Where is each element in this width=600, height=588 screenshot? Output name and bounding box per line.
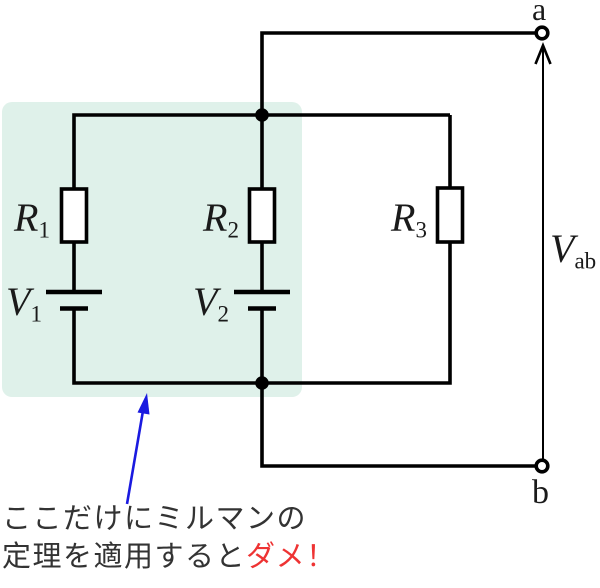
resistor-r3-body bbox=[435, 186, 465, 244]
annotation-arrowhead-icon bbox=[137, 393, 150, 415]
resistor-r1-body bbox=[59, 187, 89, 244]
caption-line-1: ここだけにミルマンの bbox=[2, 503, 308, 535]
label-r3-base: R bbox=[391, 195, 416, 240]
caption-line-2: 定理を適用するとダメ！ bbox=[2, 541, 337, 573]
label-v2-base: V bbox=[193, 279, 218, 324]
label-vab-base: V bbox=[550, 226, 575, 271]
resistor-r2-body bbox=[247, 187, 277, 244]
label-r2: R2 bbox=[203, 195, 239, 243]
terminal-a-label: a bbox=[532, 0, 547, 27]
label-r1-sub: 1 bbox=[38, 217, 50, 243]
vab-arrowhead-icon bbox=[534, 42, 552, 65]
label-r1: R1 bbox=[14, 195, 50, 243]
label-v2-sub: 2 bbox=[217, 301, 229, 327]
junction-dot-bottom bbox=[255, 376, 269, 390]
caption-line-2-normal: 定理を適用すると bbox=[2, 541, 247, 573]
label-r3: R3 bbox=[391, 195, 427, 243]
terminal-a-circle bbox=[534, 25, 550, 41]
label-v1-base: V bbox=[6, 279, 31, 324]
wire-bottom-feed-to-b bbox=[260, 383, 536, 468]
terminal-b-circle bbox=[534, 458, 550, 474]
wire-top-node-bar bbox=[72, 113, 450, 189]
annotation-arrow bbox=[125, 393, 150, 505]
label-r1-base: R bbox=[14, 195, 39, 240]
junction-dot-top bbox=[255, 108, 269, 122]
caption-line-2-emphasis: ダメ！ bbox=[246, 541, 337, 573]
label-vab-sub: ab bbox=[574, 248, 597, 274]
label-v1: V1 bbox=[6, 279, 42, 327]
label-r3-sub: 3 bbox=[415, 217, 427, 243]
annotation-arrow-line bbox=[125, 404, 146, 505]
label-v1-sub: 1 bbox=[30, 301, 42, 327]
label-r2-sub: 2 bbox=[227, 217, 239, 243]
wire-top-feed-to-a bbox=[260, 31, 536, 115]
terminal-b-label: b bbox=[532, 474, 549, 511]
label-v2: V2 bbox=[193, 279, 229, 327]
label-r2-base: R bbox=[203, 195, 228, 240]
highlight-region bbox=[2, 102, 302, 397]
label-vab: Vab bbox=[550, 226, 597, 274]
